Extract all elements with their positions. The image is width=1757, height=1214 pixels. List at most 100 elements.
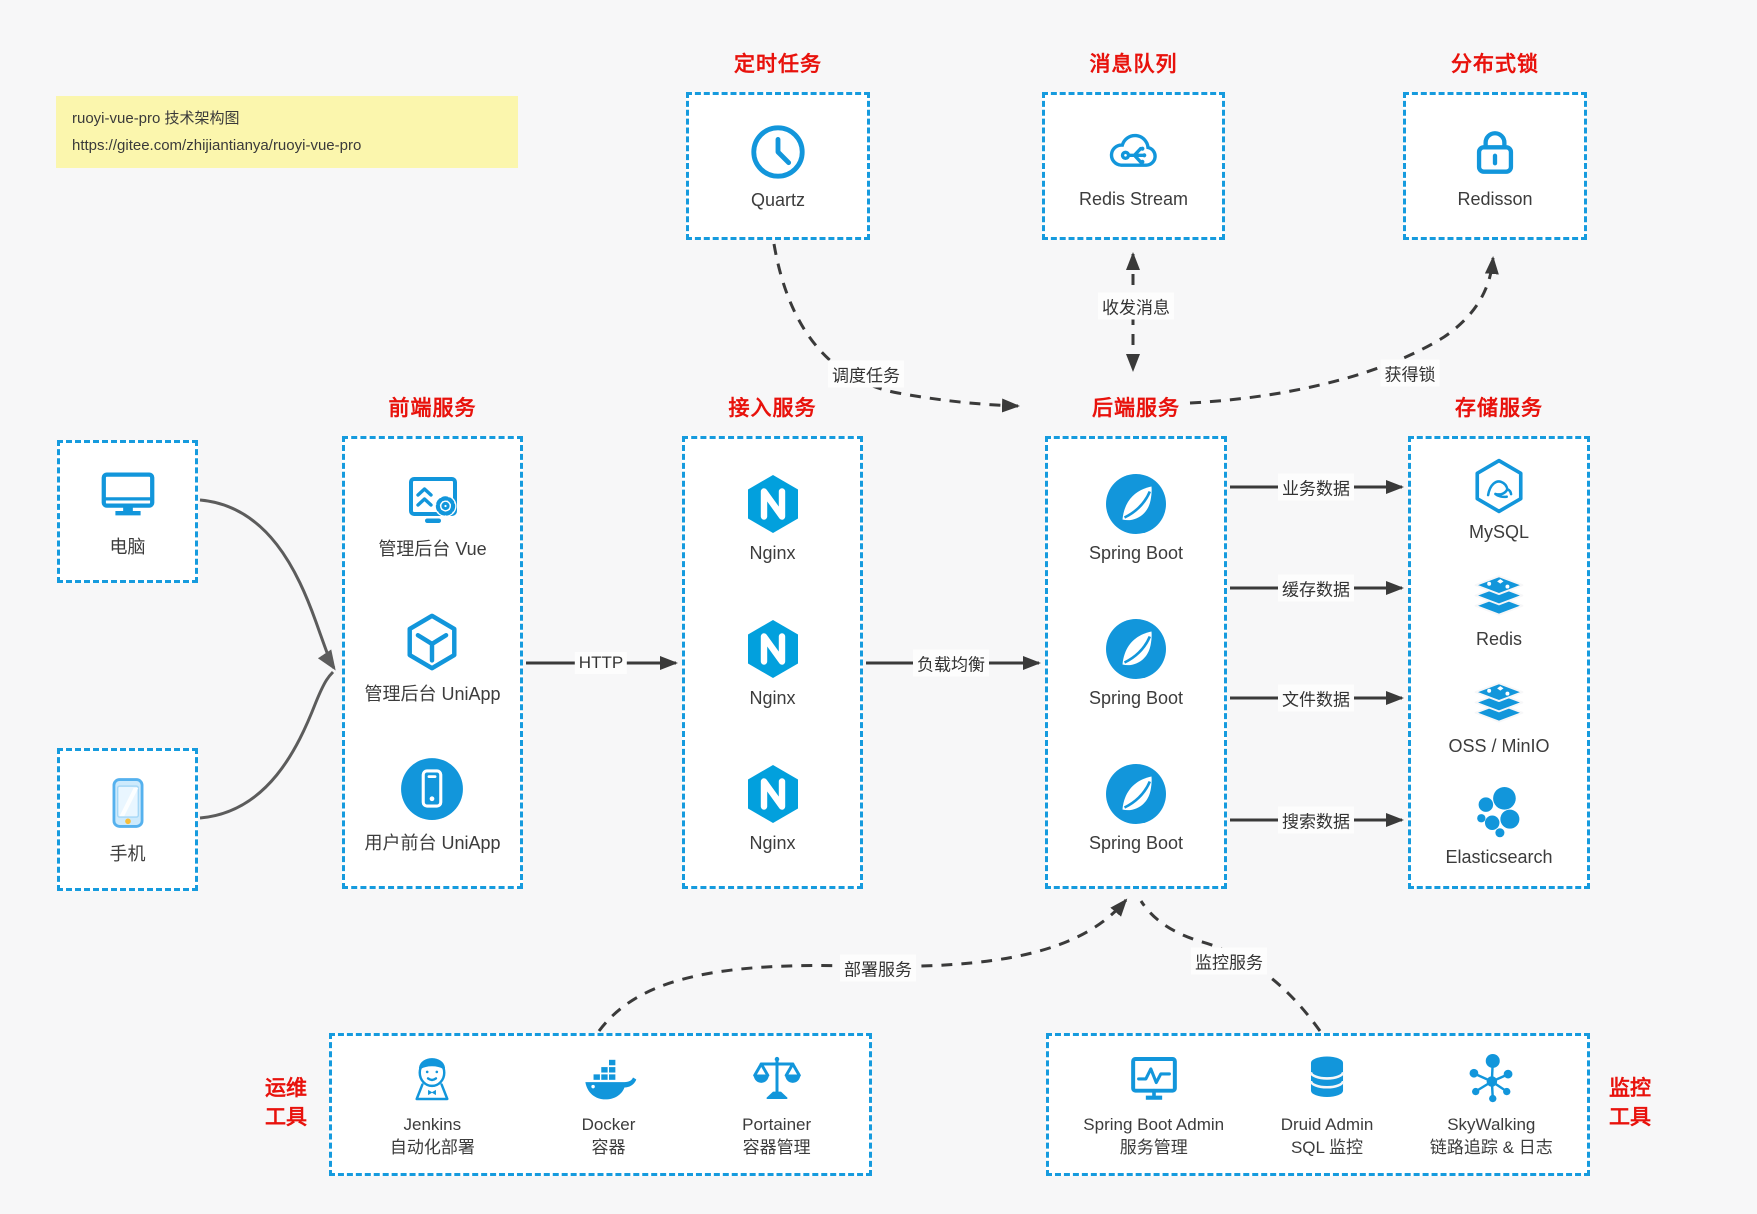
node-label: Spring Boot Admin 服务管理 — [1083, 1115, 1225, 1157]
ops-tools-title: 运维工具 — [265, 1077, 307, 1129]
nginx-icon — [741, 762, 805, 826]
group-monitor-tools: Spring Boot Admin 服务管理 Druid Admin SQL 监… — [1046, 1033, 1590, 1176]
node-label: 电脑 — [109, 537, 146, 557]
edge-label-deploy-service: 部署服务 — [840, 954, 916, 982]
node-label: Spring Boot — [1088, 687, 1184, 708]
edge-label-send-receive-message: 收发消息 — [1098, 292, 1174, 320]
node-label: Redisson — [1457, 189, 1533, 209]
spring-boot-icon — [1104, 472, 1168, 535]
node-springboot-2: Spring Boot — [1089, 617, 1183, 709]
node-docker: Docker 容器 — [579, 1050, 639, 1159]
note-title: ruoyi-vue-pro 技术架构图 — [72, 110, 240, 127]
mysql-icon — [1475, 459, 1523, 514]
node-admin-uniapp: 管理后台 UniApp — [364, 611, 501, 706]
edge-label-acquire-lock: 获得锁 — [1380, 359, 1440, 387]
node-label: 管理后台 UniApp — [364, 684, 501, 704]
group-gateway: 接入服务 Nginx Nginx Nginx — [682, 394, 863, 889]
node-springboot-3: Spring Boot — [1089, 762, 1183, 854]
edge-label-cache-data: 缓存数据 — [1278, 574, 1354, 602]
cloud-stream-icon — [1110, 133, 1158, 167]
group-message-queue: 消息队列 Redis Stream — [1042, 50, 1225, 240]
node-label: Quartz — [750, 190, 806, 210]
note-url: https://gitee.com/zhijiantianya/ruoyi-vu… — [72, 137, 362, 154]
node-label: Nginx — [749, 687, 796, 708]
node-computer: 电脑 — [97, 464, 159, 559]
group-scheduled-task: 定时任务 Quartz — [686, 50, 870, 240]
node-label: Spring Boot — [1088, 542, 1184, 563]
node-redisson: Redisson — [1457, 122, 1533, 210]
computer-icon — [97, 464, 159, 526]
node-oss-minio: OSS / MinIO — [1448, 675, 1550, 757]
group-title: 消息队列 — [1089, 53, 1178, 76]
node-phone: 手机 — [98, 773, 158, 866]
admin-vue-icon — [401, 470, 465, 528]
node-skywalking: SkyWalking 链路追踪 & 日志 — [1430, 1050, 1553, 1159]
edge-label-monitor-service: 监控服务 — [1191, 947, 1267, 975]
oss-icon — [1474, 682, 1524, 723]
node-spring-boot-admin: Spring Boot Admin 服务管理 — [1083, 1050, 1224, 1159]
uniapp-cube-icon — [401, 611, 463, 673]
docker-icon — [584, 1059, 636, 1100]
node-nginx-1: Nginx — [741, 472, 805, 564]
elasticsearch-icon — [1477, 786, 1520, 837]
edge-devices-to-frontend — [199, 498, 336, 820]
group-backend: 后端服务 Spring Boot Spring Boot Spring Boot — [1045, 394, 1227, 889]
edge-label-file-data: 文件数据 — [1278, 684, 1354, 712]
group-title: 后端服务 — [1092, 397, 1180, 420]
group-ops-tools: Jenkins 自动化部署 Docker 容器 Portainer 容器管理 — [329, 1033, 872, 1176]
node-label: Redis — [1475, 629, 1523, 650]
monitor-tools-title: 监控工具 — [1609, 1077, 1651, 1129]
group-title: 接入服务 — [728, 397, 817, 420]
node-quartz: Quartz — [747, 121, 809, 211]
druid-icon — [1309, 1055, 1345, 1099]
group-storage: 存储服务 MySQL Redis OSS / MinIO Elasticsear… — [1408, 394, 1590, 889]
node-redis: Redis — [1469, 568, 1529, 650]
node-label: 用户前台 UniApp — [364, 833, 501, 853]
spring-boot-admin-icon — [1130, 1056, 1177, 1102]
edge-label-business-data: 业务数据 — [1278, 473, 1354, 501]
nginx-icon — [741, 472, 805, 536]
edge-label-http: HTTP — [574, 652, 628, 674]
group-computer: 电脑 — [57, 440, 198, 583]
node-label: SkyWalking 链路追踪 & 日志 — [1429, 1115, 1553, 1157]
node-label: Docker 容器 — [581, 1115, 636, 1157]
edge-label-search-data: 搜索数据 — [1278, 806, 1354, 834]
spring-boot-icon — [1104, 762, 1168, 825]
node-springboot-1: Spring Boot — [1089, 472, 1183, 564]
sticky-note: ruoyi-vue-pro 技术架构图 https://gitee.com/zh… — [56, 96, 518, 168]
user-app-icon — [400, 756, 465, 822]
group-title: 定时任务 — [734, 53, 822, 76]
node-label: Druid Admin SQL 监控 — [1280, 1115, 1374, 1157]
lock-icon — [1465, 122, 1525, 182]
edge-label-schedule-task: 调度任务 — [828, 360, 904, 388]
node-user-uniapp: 用户前台 UniApp — [364, 756, 501, 855]
node-jenkins: Jenkins 自动化部署 — [390, 1050, 475, 1159]
node-label: Jenkins 自动化部署 — [389, 1115, 475, 1157]
node-admin-vue: 管理后台 Vue — [378, 470, 487, 561]
node-label: Spring Boot — [1088, 832, 1184, 853]
node-label: 手机 — [109, 844, 146, 864]
edge-label-load-balance: 负载均衡 — [913, 649, 989, 677]
node-nginx-2: Nginx — [741, 617, 805, 709]
node-mysql: MySQL — [1469, 457, 1529, 543]
node-nginx-3: Nginx — [741, 762, 805, 854]
nginx-icon — [741, 617, 805, 681]
redis-icon — [1474, 575, 1524, 616]
node-label: Redis Stream — [1078, 189, 1189, 209]
clock-icon — [747, 121, 809, 183]
node-label: Portainer 容器管理 — [742, 1115, 812, 1157]
group-frontend: 前端服务 管理后台 Vue 管理后台 UniApp 用户前台 UniApp — [342, 394, 523, 889]
node-druid-admin: Druid Admin SQL 监控 — [1280, 1050, 1374, 1159]
group-title: 分布式锁 — [1451, 53, 1539, 76]
node-label: Elasticsearch — [1445, 846, 1553, 867]
phone-icon — [112, 778, 143, 828]
node-label: 管理后台 Vue — [378, 539, 487, 559]
group-phone: 手机 — [57, 748, 198, 891]
edge-acquire-lock — [1189, 256, 1499, 405]
node-elasticsearch: Elasticsearch — [1445, 782, 1553, 868]
jenkins-icon — [415, 1058, 449, 1101]
portainer-icon — [752, 1055, 801, 1100]
node-redis-stream: Redis Stream — [1079, 122, 1188, 210]
group-distributed-lock: 分布式锁 Redisson — [1403, 50, 1587, 240]
